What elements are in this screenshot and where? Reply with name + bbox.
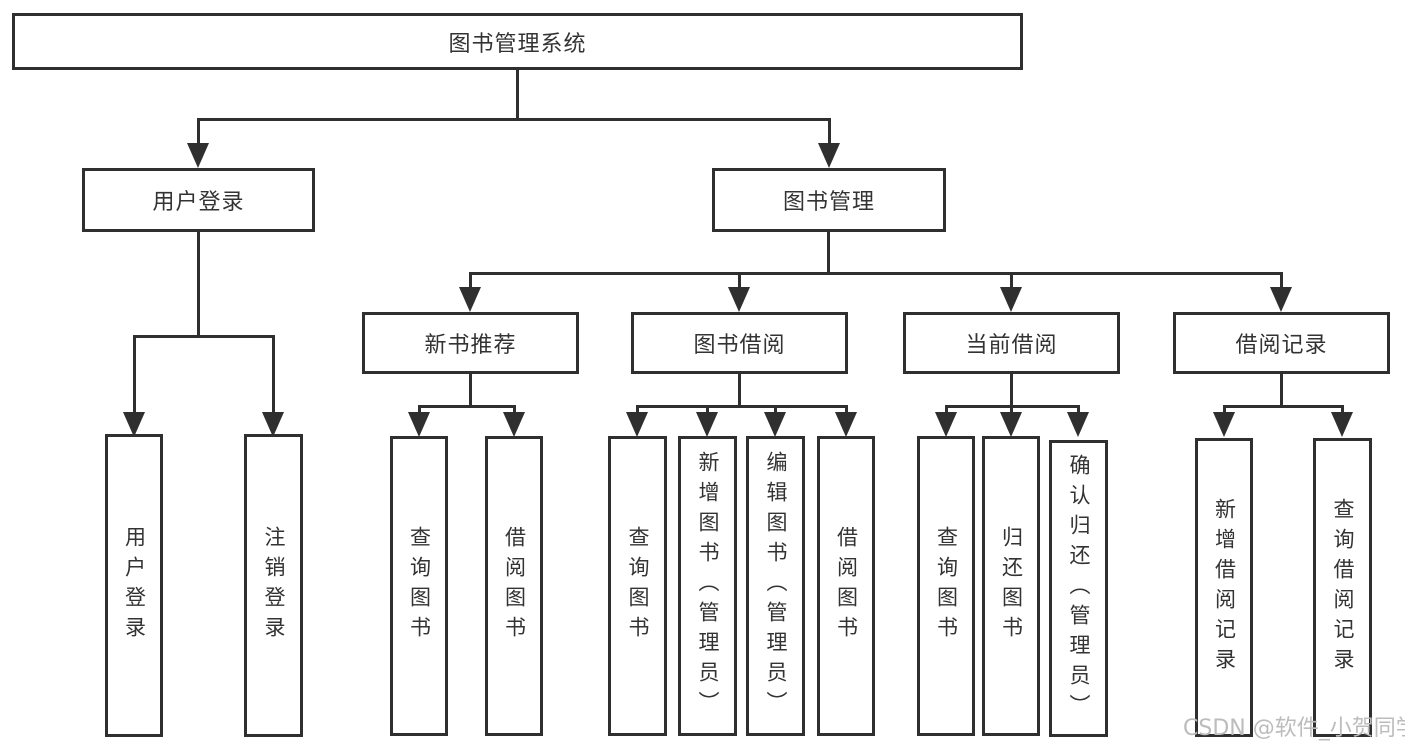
connector-stem-leaf-login (133, 335, 136, 414)
leaf-bb-edit-book-label: 编辑图书（管理员） (764, 451, 788, 721)
arrowhead-new-book (459, 287, 481, 312)
leaf-bb-query-book-label: 查询图书 (626, 526, 650, 646)
connector-level3-rail (469, 272, 1282, 275)
connector-stem-cb-return (1010, 405, 1013, 415)
connector-book-borrowing-rail (636, 405, 847, 408)
leaf-cb-return-book: 归还图书 (982, 436, 1040, 736)
node-new-book-recommendation-label: 新书推荐 (424, 333, 517, 358)
node-current-borrowing: 当前借阅 (903, 312, 1120, 374)
node-root-label: 图书管理系统 (448, 31, 587, 57)
connector-stem-current-borrowing (1010, 272, 1013, 292)
leaf-cb-return-book-label: 归还图书 (999, 526, 1024, 646)
connector-stem-nb-borrow (513, 405, 516, 415)
connector-book-management-drop (827, 232, 830, 274)
leaf-cb-query-book: 查询图书 (917, 436, 975, 736)
connector-stem-book-management (828, 118, 831, 146)
leaf-nb-borrow-book-label: 借阅图书 (502, 526, 527, 646)
arrowhead-nb-query (408, 412, 430, 437)
connector-stem-cb-query (945, 405, 948, 415)
connector-borrowing-records-rail (1223, 405, 1343, 408)
connector-borrowing-records-drop (1280, 374, 1283, 407)
leaf-user-login-label: 用户登录 (122, 525, 147, 646)
arrowhead-br-query (1331, 412, 1353, 437)
arrowhead-nb-borrow (503, 412, 525, 437)
node-borrowing-records-label: 借阅记录 (1235, 333, 1328, 358)
leaf-nb-query-book: 查询图书 (390, 436, 448, 736)
arrowhead-br-add (1213, 412, 1235, 437)
arrowhead-bb-query (626, 412, 648, 437)
leaf-logout-label: 注销登录 (262, 525, 286, 646)
arrowhead-cb-confirm (1067, 412, 1089, 437)
arrowhead-current-borrowing (1000, 287, 1022, 312)
leaf-nb-borrow-book: 借阅图书 (485, 436, 543, 736)
arrowhead-cb-query (935, 412, 957, 437)
leaf-cb-query-book-label: 查询图书 (934, 526, 959, 646)
leaf-cb-confirm-return-label: 确认归还（管理员） (1067, 453, 1091, 724)
arrowhead-user-login (187, 143, 209, 168)
leaf-br-add-record: 新增借阅记录 (1195, 438, 1253, 737)
arrowhead-bb-add (696, 412, 718, 437)
leaf-bb-add-book: 新增图书（管理员） (678, 436, 737, 736)
connector-stem-user-login (197, 118, 200, 146)
arrowhead-bb-edit (764, 412, 786, 437)
connector-root-drop (516, 70, 519, 120)
leaf-bb-borrow-book: 借阅图书 (817, 436, 875, 736)
connector-user-login-rail (133, 335, 275, 338)
connector-stem-br-query (1341, 405, 1344, 415)
node-new-book-recommendation: 新书推荐 (362, 312, 579, 374)
leaf-nb-query-book-label: 查询图书 (407, 526, 432, 646)
leaf-bb-query-book: 查询图书 (608, 436, 667, 736)
csdn-watermark: CSDN @软件_小贺同学 (1183, 716, 1405, 741)
connector-stem-bb-borrow (845, 405, 848, 415)
arrowhead-leaf-logout (262, 412, 284, 437)
leaf-br-query-record: 查询借阅记录 (1313, 438, 1372, 737)
connector-stem-leaf-logout (272, 335, 275, 414)
leaf-br-query-record-label: 查询借阅记录 (1331, 497, 1355, 678)
node-user-login: 用户登录 (82, 168, 315, 232)
connector-stem-bb-edit (774, 405, 777, 415)
node-current-borrowing-label: 当前借阅 (965, 333, 1058, 358)
connector-user-login-drop (197, 232, 200, 337)
connector-stem-bb-query (636, 405, 639, 415)
arrowhead-borrowing-records (1270, 287, 1292, 312)
arrowhead-cb-return (1000, 412, 1022, 437)
connector-stem-br-add (1223, 405, 1226, 415)
leaf-bb-edit-book: 编辑图书（管理员） (746, 436, 805, 736)
connector-level2-rail (197, 118, 831, 121)
connector-stem-new-book (469, 272, 472, 292)
connector-stem-cb-confirm (1077, 405, 1080, 415)
leaf-bb-borrow-book-label: 借阅图书 (834, 526, 859, 646)
connector-current-borrowing-drop (1010, 374, 1013, 407)
node-book-management-label: 图书管理 (782, 190, 875, 215)
arrowhead-bb-borrow (835, 412, 857, 437)
connector-new-book-drop (469, 374, 472, 407)
node-borrowing-records: 借阅记录 (1173, 312, 1390, 374)
connector-new-book-rail (418, 405, 516, 408)
node-book-borrowing-label: 图书借阅 (693, 333, 786, 358)
leaf-br-add-record-label: 新增借阅记录 (1212, 497, 1237, 678)
node-root: 图书管理系统 (12, 13, 1023, 70)
connector-stem-nb-query (418, 405, 421, 415)
connector-book-borrowing-drop (738, 374, 741, 407)
node-book-management: 图书管理 (712, 168, 946, 232)
connector-stem-borrowing-records (1280, 272, 1283, 292)
connector-stem-book-borrowing (738, 272, 741, 292)
leaf-bb-add-book-label: 新增图书（管理员） (696, 451, 720, 721)
node-book-borrowing: 图书借阅 (631, 312, 848, 374)
node-user-login-label: 用户登录 (152, 190, 245, 215)
leaf-logout: 注销登录 (244, 434, 303, 737)
arrowhead-book-borrowing (728, 287, 750, 312)
leaf-cb-confirm-return: 确认归还（管理员） (1049, 440, 1108, 737)
arrowhead-book-management (818, 143, 840, 168)
connector-stem-bb-add (706, 405, 709, 415)
arrowhead-leaf-login (123, 412, 145, 437)
leaf-user-login: 用户登录 (105, 434, 163, 737)
